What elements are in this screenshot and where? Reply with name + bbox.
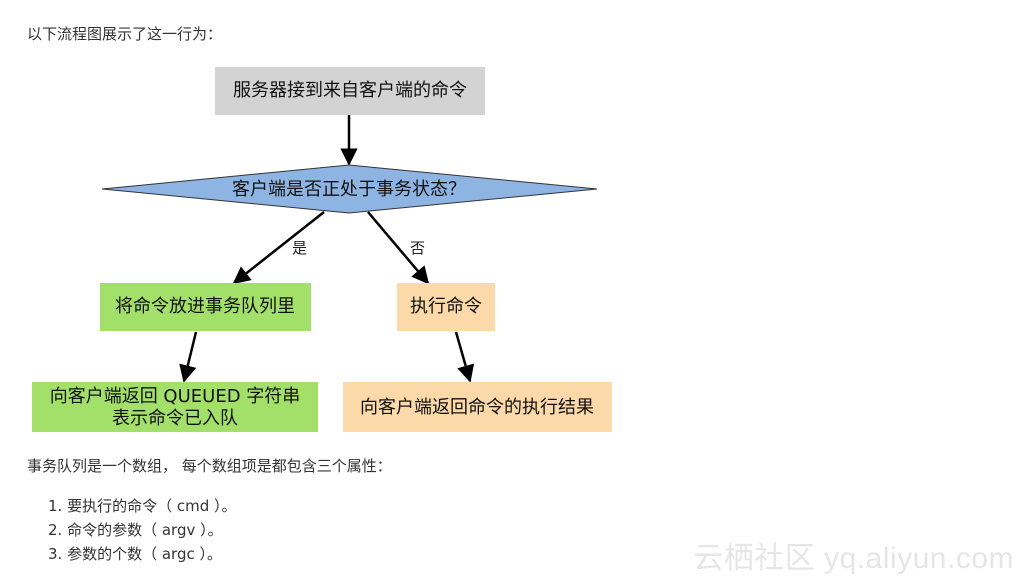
site-watermark: 云栖社区 yq.aliyun.com [693, 542, 1014, 575]
no-action-node [397, 283, 495, 331]
edge-decision-to-yes [232, 211, 325, 285]
yes-result-label-line1: 向客户端返回 QUEUED 字符串 [50, 386, 301, 407]
no-result-label: 向客户端返回命令的执行结果 [360, 397, 594, 418]
yes-action-label: 将命令放进事务队列里 [115, 296, 295, 317]
edge-yes-to-result [179, 331, 198, 383]
yes-result-label-line2: 表示命令已入队 [112, 408, 238, 429]
intro-text: 以下流程图展示了这一行为： [27, 25, 223, 43]
edge-label-no: 否 [410, 239, 425, 257]
start-node-label: 服务器接到来自客户端的命令 [233, 80, 467, 101]
edge-no-to-result [454, 331, 475, 383]
attribute-item-cmd: 1. 要执行的命令（ cmd ）。 [48, 497, 237, 515]
transaction-flowchart: 是 否 服务器接到来自客户端的命令 客户端是否正处于事务状态？ 将命令放进事务队… [32, 67, 612, 432]
no-action-label: 执行命令 [410, 296, 482, 317]
decision-node-label: 客户端是否正处于事务状态？ [232, 179, 466, 200]
attribute-item-argv: 2. 命令的参数（ argv ）。 [48, 521, 223, 539]
no-result-node [343, 382, 612, 432]
yes-result-node [32, 382, 318, 432]
start-node [215, 67, 485, 115]
decision-node [101, 164, 598, 214]
attribute-list: 1. 要执行的命令（ cmd ）。 2. 命令的参数（ argv ）。 3. 参… [48, 494, 237, 566]
yes-action-node [100, 283, 311, 331]
attribute-item-argc: 3. 参数的个数（ argc ）。 [48, 545, 222, 563]
edge-decision-to-no [367, 211, 430, 285]
description-text: 事务队列是一个数组， 每个数组项是都包含三个属性： [27, 457, 392, 475]
edge-label-yes: 是 [292, 239, 307, 257]
